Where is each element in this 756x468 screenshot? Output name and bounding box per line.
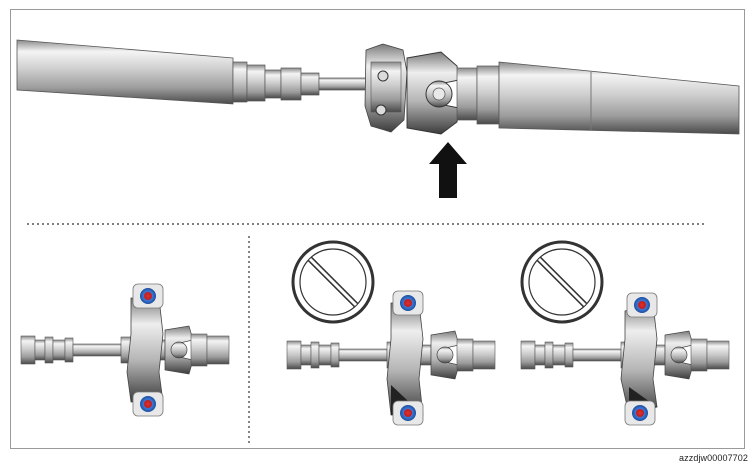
wrong-orientation-1-panel (286, 242, 496, 426)
overview-panel (16, 39, 740, 198)
figure-id-label: azzdjw00007702 (679, 453, 748, 463)
bolt-icon (140, 396, 156, 412)
bolt-icon (632, 405, 648, 421)
bolt-icon (400, 405, 416, 421)
wrong-orientation-2-panel (521, 242, 730, 426)
bolt-icon (400, 295, 416, 311)
prohibited-icon (293, 242, 373, 322)
shaft-tube-right (498, 61, 740, 135)
correct-orientation-panel (20, 283, 230, 417)
illustration (16, 39, 740, 446)
bolt-icon (634, 297, 650, 313)
figure-frame (10, 9, 745, 449)
shaft-tube-left (16, 39, 234, 105)
up-arrow-icon (429, 142, 467, 198)
center-bearing-bracket (364, 43, 408, 133)
universal-joint (406, 51, 460, 135)
prohibited-icon (522, 242, 602, 322)
center-shaft (318, 77, 372, 91)
bolt-icon (140, 288, 156, 304)
